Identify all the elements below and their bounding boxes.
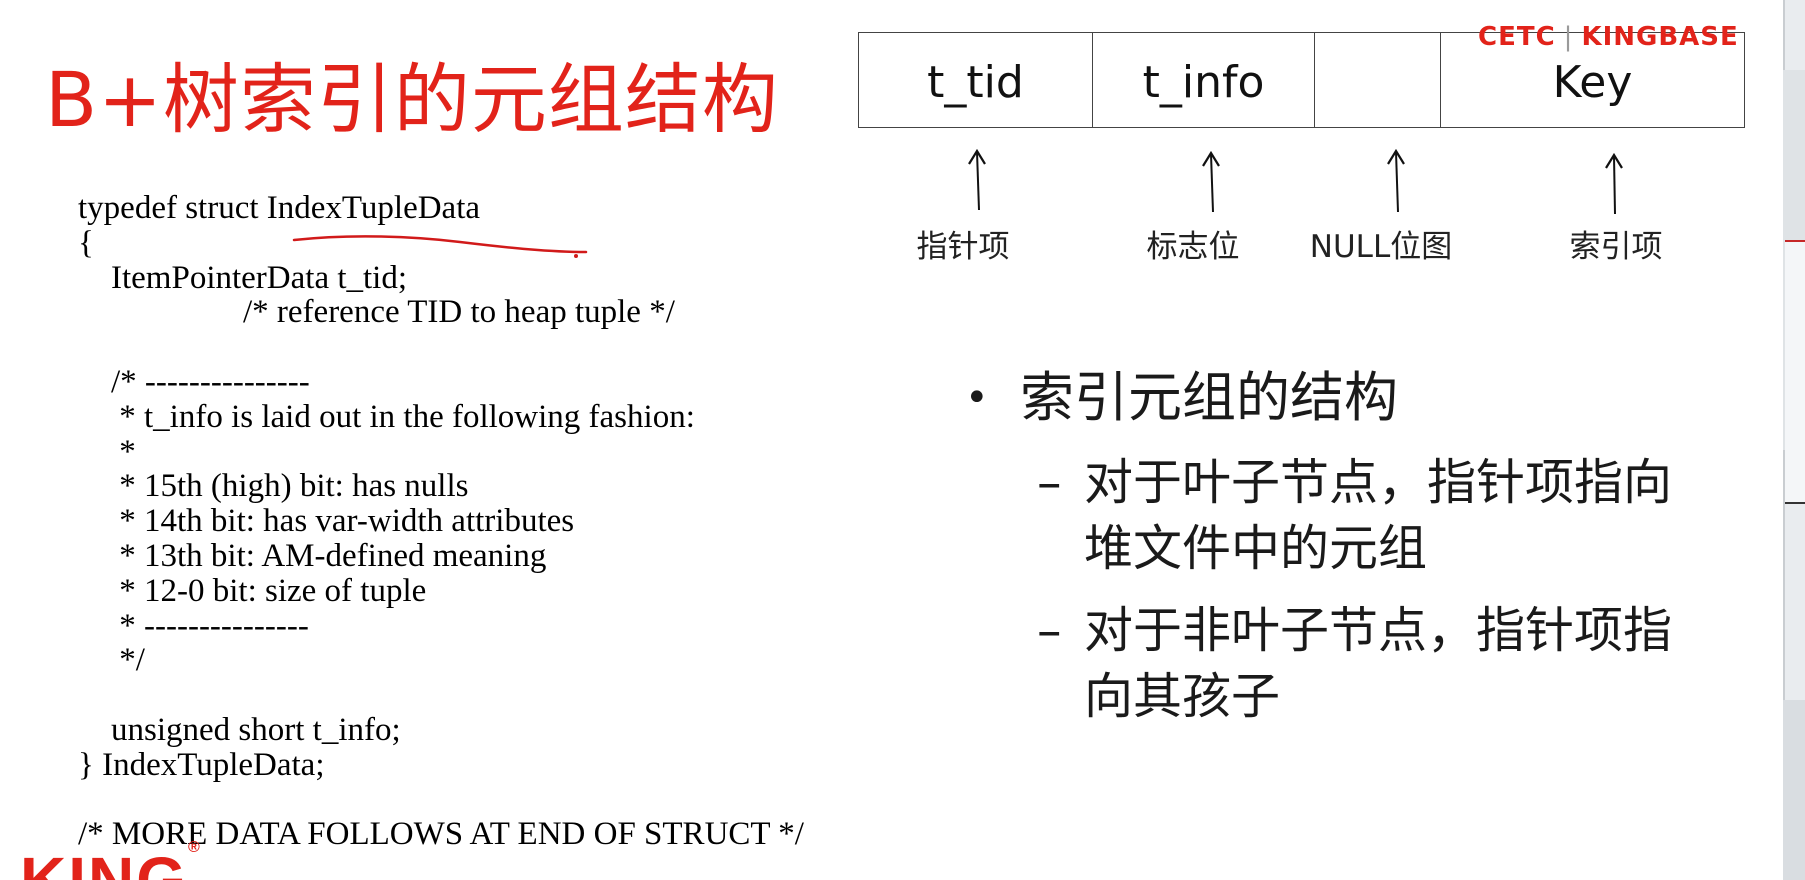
kingbase-footer-logo: KING® [20, 840, 202, 880]
code-line: * [78, 433, 136, 470]
arrow-up-icon [1210, 153, 1214, 213]
code-line: ItemPointerData t_tid; [78, 259, 408, 296]
code-line: } IndexTupleData; [78, 746, 325, 783]
field-null-bitmap [1315, 33, 1441, 127]
code-line: * 12-0 bit: size of tuple [78, 572, 427, 609]
sub-bullet-item: – 对于叶子节点，指针项指向堆文件中的元组 [1037, 450, 1694, 582]
logo-kingbase: KINGBASE [1581, 22, 1739, 52]
arrow-head-icon [968, 148, 986, 165]
code-line: * 15th (high) bit: has nulls [78, 468, 469, 505]
sub-bullet-item: – 对于非叶子节点，指针项指向其孩子 [1037, 598, 1694, 730]
code-line [78, 783, 804, 818]
code-line: * t_info is laid out in the following fa… [78, 398, 695, 435]
code-line: typedef struct IndexTupleData [78, 190, 481, 226]
bullet-item: • 索引元组的结构 [965, 362, 1765, 434]
pen-annotation-underline [292, 235, 588, 258]
arrow-up-icon [1613, 155, 1616, 215]
footer-logo-text: KING [20, 844, 188, 880]
code-line: { [78, 224, 94, 261]
field-key: Key [1552, 56, 1633, 108]
cetc-kingbase-logo: CETC|KINGBASE [1478, 22, 1739, 52]
slide-title: B+树索引的元组结构 [45, 55, 779, 144]
code-line: * --------------- [78, 607, 309, 644]
struct-code-block: typedef struct IndexTupleData{ ItemPoint… [78, 191, 804, 852]
code-line: /* MORE DATA FOLLOWS AT END OF STRUCT */ [78, 816, 804, 853]
code-line: * 14th bit: has var-width attributes [78, 503, 575, 540]
code-line: */ [78, 642, 145, 679]
arrow-head-icon [1387, 148, 1405, 165]
bullet-list: • 索引元组的结构 – 对于叶子节点，指针项指向堆文件中的元组 – 对于非叶子节… [965, 362, 1765, 730]
arrow-head-icon [1202, 150, 1220, 167]
window-edge-panel-lower [1783, 700, 1805, 880]
arrow-up-icon [1395, 151, 1399, 213]
logo-cetc: CETC [1478, 22, 1556, 52]
sub-bullet-text: 对于非叶子节点，指针项指向其孩子 [1084, 602, 1673, 725]
index-tuple-layout-table: t_tid t_info Key [858, 32, 1745, 128]
code-line [78, 330, 804, 365]
field-t-tid: t_tid [859, 33, 1093, 127]
label-pointer: 指针项 [916, 229, 1010, 265]
dash-icon: – [1037, 454, 1062, 511]
logo-separator: | [1563, 22, 1574, 52]
window-edge-thumbnail [1785, 240, 1805, 504]
bullet-dot-icon: • [965, 375, 989, 421]
label-flag: 标志位 [1146, 229, 1240, 265]
arrow-head-icon [1605, 152, 1623, 169]
code-line: /* reference TID to heap tuple */ [78, 294, 675, 331]
bullet-text: 索引元组的结构 [1020, 366, 1398, 429]
label-null-bitmap: NULL位图 [1309, 229, 1453, 265]
field-t-info: t_info [1093, 33, 1315, 127]
label-index-key: 索引项 [1569, 229, 1663, 265]
registered-mark: ® [188, 839, 202, 856]
dash-icon: – [1037, 602, 1062, 659]
sub-bullet-text: 对于叶子节点，指针项指向堆文件中的元组 [1084, 454, 1673, 577]
arrow-up-icon [976, 151, 980, 211]
code-line: * 13th bit: AM-defined meaning [78, 537, 547, 574]
code-line [78, 678, 804, 713]
code-line: /* --------------- [78, 363, 310, 400]
adjacent-window-edge [1783, 0, 1805, 880]
code-line: unsigned short t_info; [78, 711, 401, 748]
